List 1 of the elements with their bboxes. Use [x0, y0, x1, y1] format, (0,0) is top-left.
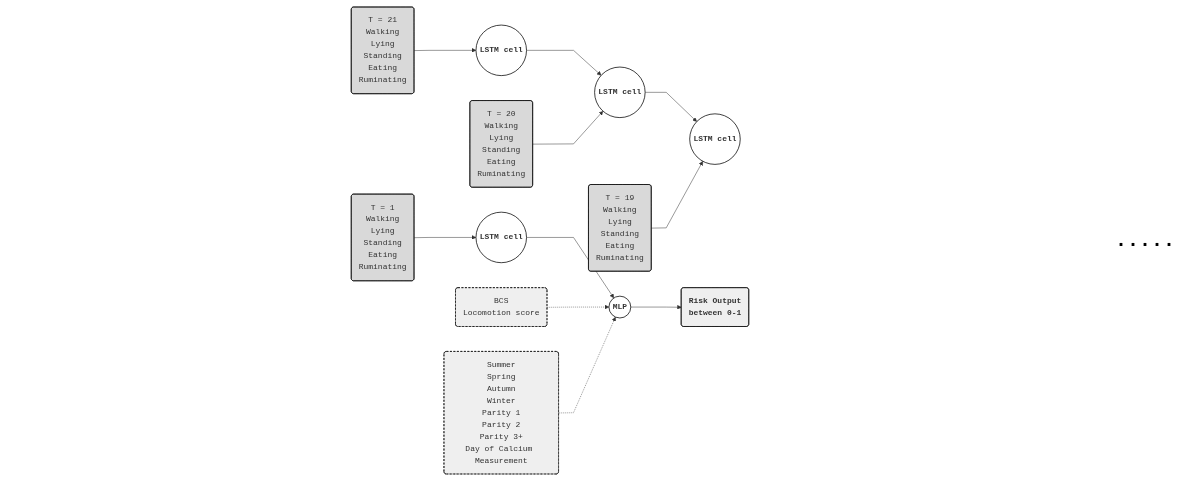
ellipsis-text: .....: [1114, 229, 1176, 252]
